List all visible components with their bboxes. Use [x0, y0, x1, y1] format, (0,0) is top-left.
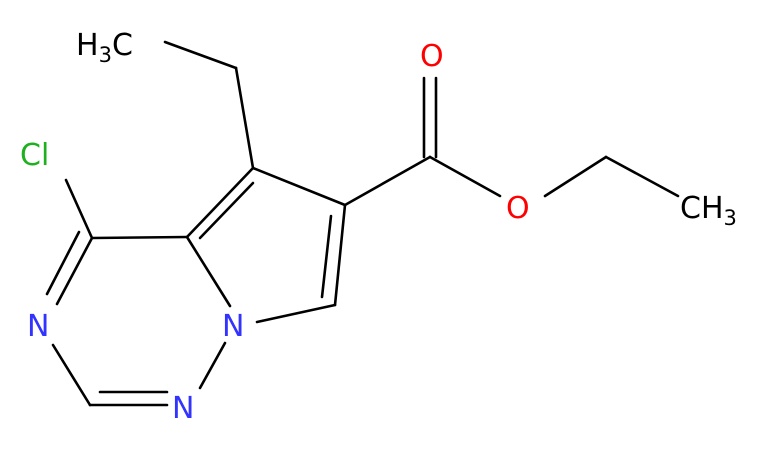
methyl-top-label: H3C	[76, 28, 133, 67]
bond-n3-c2	[51, 343, 92, 407]
bond-n-c4a	[185, 235, 232, 308]
methyl-right-label: CH3	[680, 191, 737, 230]
bond-n1-n	[198, 341, 227, 390]
bond-c6-c7-inner	[320, 214, 333, 299]
bond-c5-c6	[251, 166, 347, 207]
bond-c6-c7	[333, 203, 347, 307]
bond-c4-n3	[55, 236, 94, 306]
bond-ch3-ch2	[163, 40, 238, 70]
bond-c4a-c5-inner	[198, 181, 255, 240]
bond-c6-ccarbonyl	[343, 155, 432, 207]
chlorine-label: Cl	[20, 138, 49, 173]
bond-ch2-ch3	[604, 155, 680, 198]
bond-ch2-c5	[234, 66, 255, 170]
bond-ccarbonyl-oester	[428, 155, 502, 198]
bond-c7-n	[255, 303, 337, 324]
nitrogen-bottom-label: N	[172, 391, 194, 426]
bond-oester-ch2	[543, 155, 608, 198]
nitrogen-bridge-label: N	[222, 309, 244, 344]
bond-c4-cl	[64, 178, 94, 240]
oxygen-ester-label: O	[506, 191, 530, 226]
oxygen-carbonyl-label: O	[420, 39, 444, 74]
nitrogen-left-label: N	[27, 309, 49, 344]
bond-c4a-c5	[185, 166, 255, 239]
bond-c4a-c4	[90, 235, 189, 240]
bond-c4-n3-inner	[45, 230, 81, 296]
